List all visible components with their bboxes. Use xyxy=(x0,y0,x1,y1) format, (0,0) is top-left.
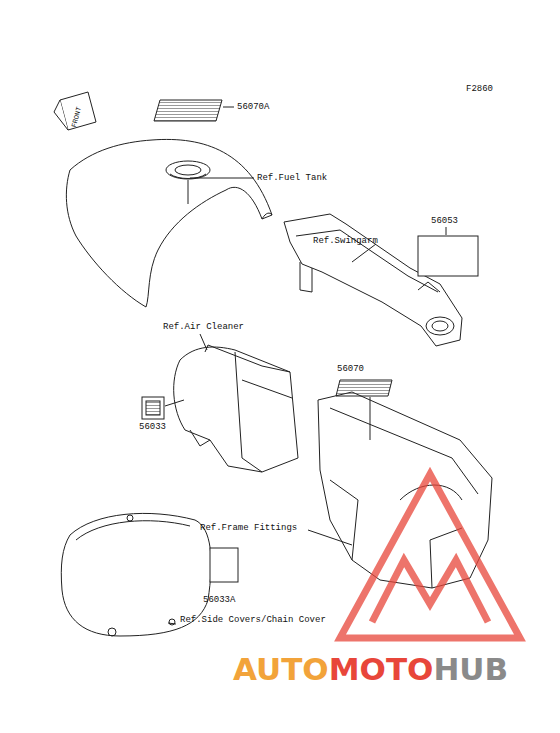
watermark-text: HUB xyxy=(433,652,508,686)
watermark-logo xyxy=(340,474,520,638)
callout-number: 56053 xyxy=(431,216,458,227)
part-reference: Ref.Frame Fittings xyxy=(200,523,297,534)
part-reference: Ref.Swingarm xyxy=(313,236,378,247)
callout-number: 56033 xyxy=(139,422,166,433)
part-reference: Ref.Side Covers/Chain Cover xyxy=(180,615,326,626)
part-reference: Ref.Fuel Tank xyxy=(257,173,327,184)
callout-number: 56033A xyxy=(203,595,235,606)
part-reference: Ref.Air Cleaner xyxy=(163,322,244,333)
callout-number: 56070 xyxy=(337,364,364,375)
watermark-text: MOTO xyxy=(329,652,434,686)
watermark-text: AUTO xyxy=(233,652,329,686)
figure-number: F2860 xyxy=(466,84,493,95)
callout-number: 56070A xyxy=(237,102,269,113)
